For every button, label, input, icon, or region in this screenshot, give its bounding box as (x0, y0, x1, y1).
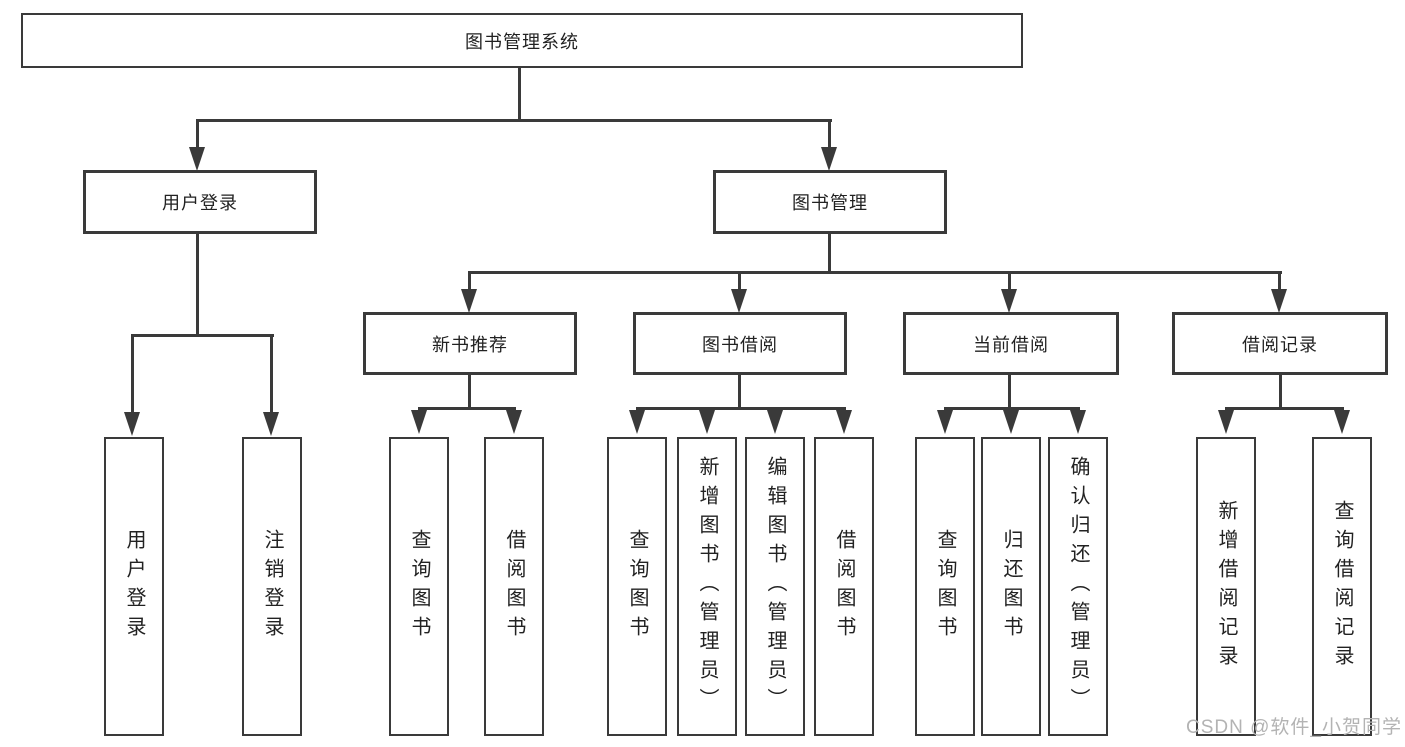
leaf-label: 查询图书 (934, 528, 956, 645)
node-borrowing-records: 借阅记录 (1172, 312, 1388, 375)
leaf-rec-query-books: 查询图书 (389, 437, 449, 736)
connector-line (468, 271, 1282, 274)
arrow-down-icon (506, 410, 522, 434)
arrow-down-icon (1070, 410, 1086, 434)
arrow-down-icon (1334, 410, 1350, 434)
connector-line (131, 334, 134, 414)
connector-line (468, 375, 471, 409)
node-label: 借阅记录 (1242, 334, 1318, 355)
arrow-down-icon (1001, 289, 1017, 313)
node-book-borrowing: 图书借阅 (633, 312, 847, 375)
leaf-label: 新增图书（管理员） (696, 456, 718, 717)
leaf-borrow-books: 借阅图书 (814, 437, 874, 736)
leaf-add-borrow-record: 新增借阅记录 (1196, 437, 1256, 736)
connector-line (636, 407, 846, 410)
arrow-down-icon (461, 289, 477, 313)
connector-line (738, 271, 741, 291)
connector-line (518, 66, 521, 121)
node-label: 图书借阅 (702, 334, 778, 355)
arrow-down-icon (767, 410, 783, 434)
leaf-rec-borrow-books: 借阅图书 (484, 437, 544, 736)
leaf-label: 查询图书 (626, 528, 648, 645)
connector-line (196, 119, 832, 122)
leaf-label: 确认归还（管理员） (1067, 456, 1089, 717)
connector-line (270, 334, 273, 414)
connector-line (196, 234, 199, 337)
leaf-logout: 注销登录 (242, 437, 302, 736)
leaf-query-borrow-record: 查询借阅记录 (1312, 437, 1372, 736)
node-current-borrowing: 当前借阅 (903, 312, 1119, 375)
arrow-down-icon (1218, 410, 1234, 434)
node-new-book-recommendation: 新书推荐 (363, 312, 577, 375)
node-label: 图书管理系统 (465, 31, 579, 52)
leaf-label: 注销登录 (261, 528, 283, 645)
connector-line (196, 119, 199, 149)
arrow-down-icon (411, 410, 427, 434)
arrow-down-icon (937, 410, 953, 434)
arrow-down-icon (189, 147, 205, 171)
leaf-label: 查询图书 (408, 528, 430, 645)
leaf-edit-books-admin: 编辑图书（管理员） (745, 437, 805, 736)
node-library-management-system: 图书管理系统 (21, 13, 1023, 68)
arrow-down-icon (263, 412, 279, 436)
connector-line (828, 234, 831, 274)
node-label: 用户登录 (162, 193, 238, 213)
leaf-label: 归还图书 (1000, 528, 1022, 645)
connector-line (1279, 375, 1282, 409)
connector-line (738, 375, 741, 409)
connector-line (1008, 375, 1011, 409)
node-user-login: 用户登录 (83, 170, 317, 234)
connector-line (418, 407, 516, 410)
leaf-return-books: 归还图书 (981, 437, 1041, 736)
leaf-label: 借阅图书 (833, 528, 855, 645)
connector-line (468, 271, 471, 291)
leaf-confirm-return-admin: 确认归还（管理员） (1048, 437, 1108, 736)
arrow-down-icon (731, 289, 747, 313)
arrow-down-icon (1271, 289, 1287, 313)
connector-line (1008, 271, 1011, 291)
leaf-label: 借阅图书 (503, 528, 525, 645)
leaf-user-login: 用户登录 (104, 437, 164, 736)
connector-line (1278, 271, 1281, 291)
arrow-down-icon (629, 410, 645, 434)
node-book-management: 图书管理 (713, 170, 947, 234)
arrow-down-icon (821, 147, 837, 171)
node-label: 新书推荐 (432, 334, 508, 355)
leaf-label: 新增借阅记录 (1215, 499, 1237, 674)
leaf-add-books-admin: 新增图书（管理员） (677, 437, 737, 736)
csdn-watermark: CSDN @软件_小贺同学 (1186, 717, 1402, 738)
arrow-down-icon (699, 410, 715, 434)
arrow-down-icon (1003, 410, 1019, 434)
connector-line (828, 119, 831, 149)
leaf-current-query-books: 查询图书 (915, 437, 975, 736)
node-label: 图书管理 (792, 193, 868, 213)
connector-line (131, 334, 274, 337)
node-label: 当前借阅 (973, 334, 1049, 355)
leaf-label: 查询借阅记录 (1331, 499, 1353, 674)
leaf-label: 用户登录 (123, 528, 145, 645)
connector-line (944, 407, 1080, 410)
leaf-borrow-query-books: 查询图书 (607, 437, 667, 736)
arrow-down-icon (124, 412, 140, 436)
connector-line (1225, 407, 1344, 410)
arrow-down-icon (836, 410, 852, 434)
leaf-label: 编辑图书（管理员） (764, 456, 786, 717)
